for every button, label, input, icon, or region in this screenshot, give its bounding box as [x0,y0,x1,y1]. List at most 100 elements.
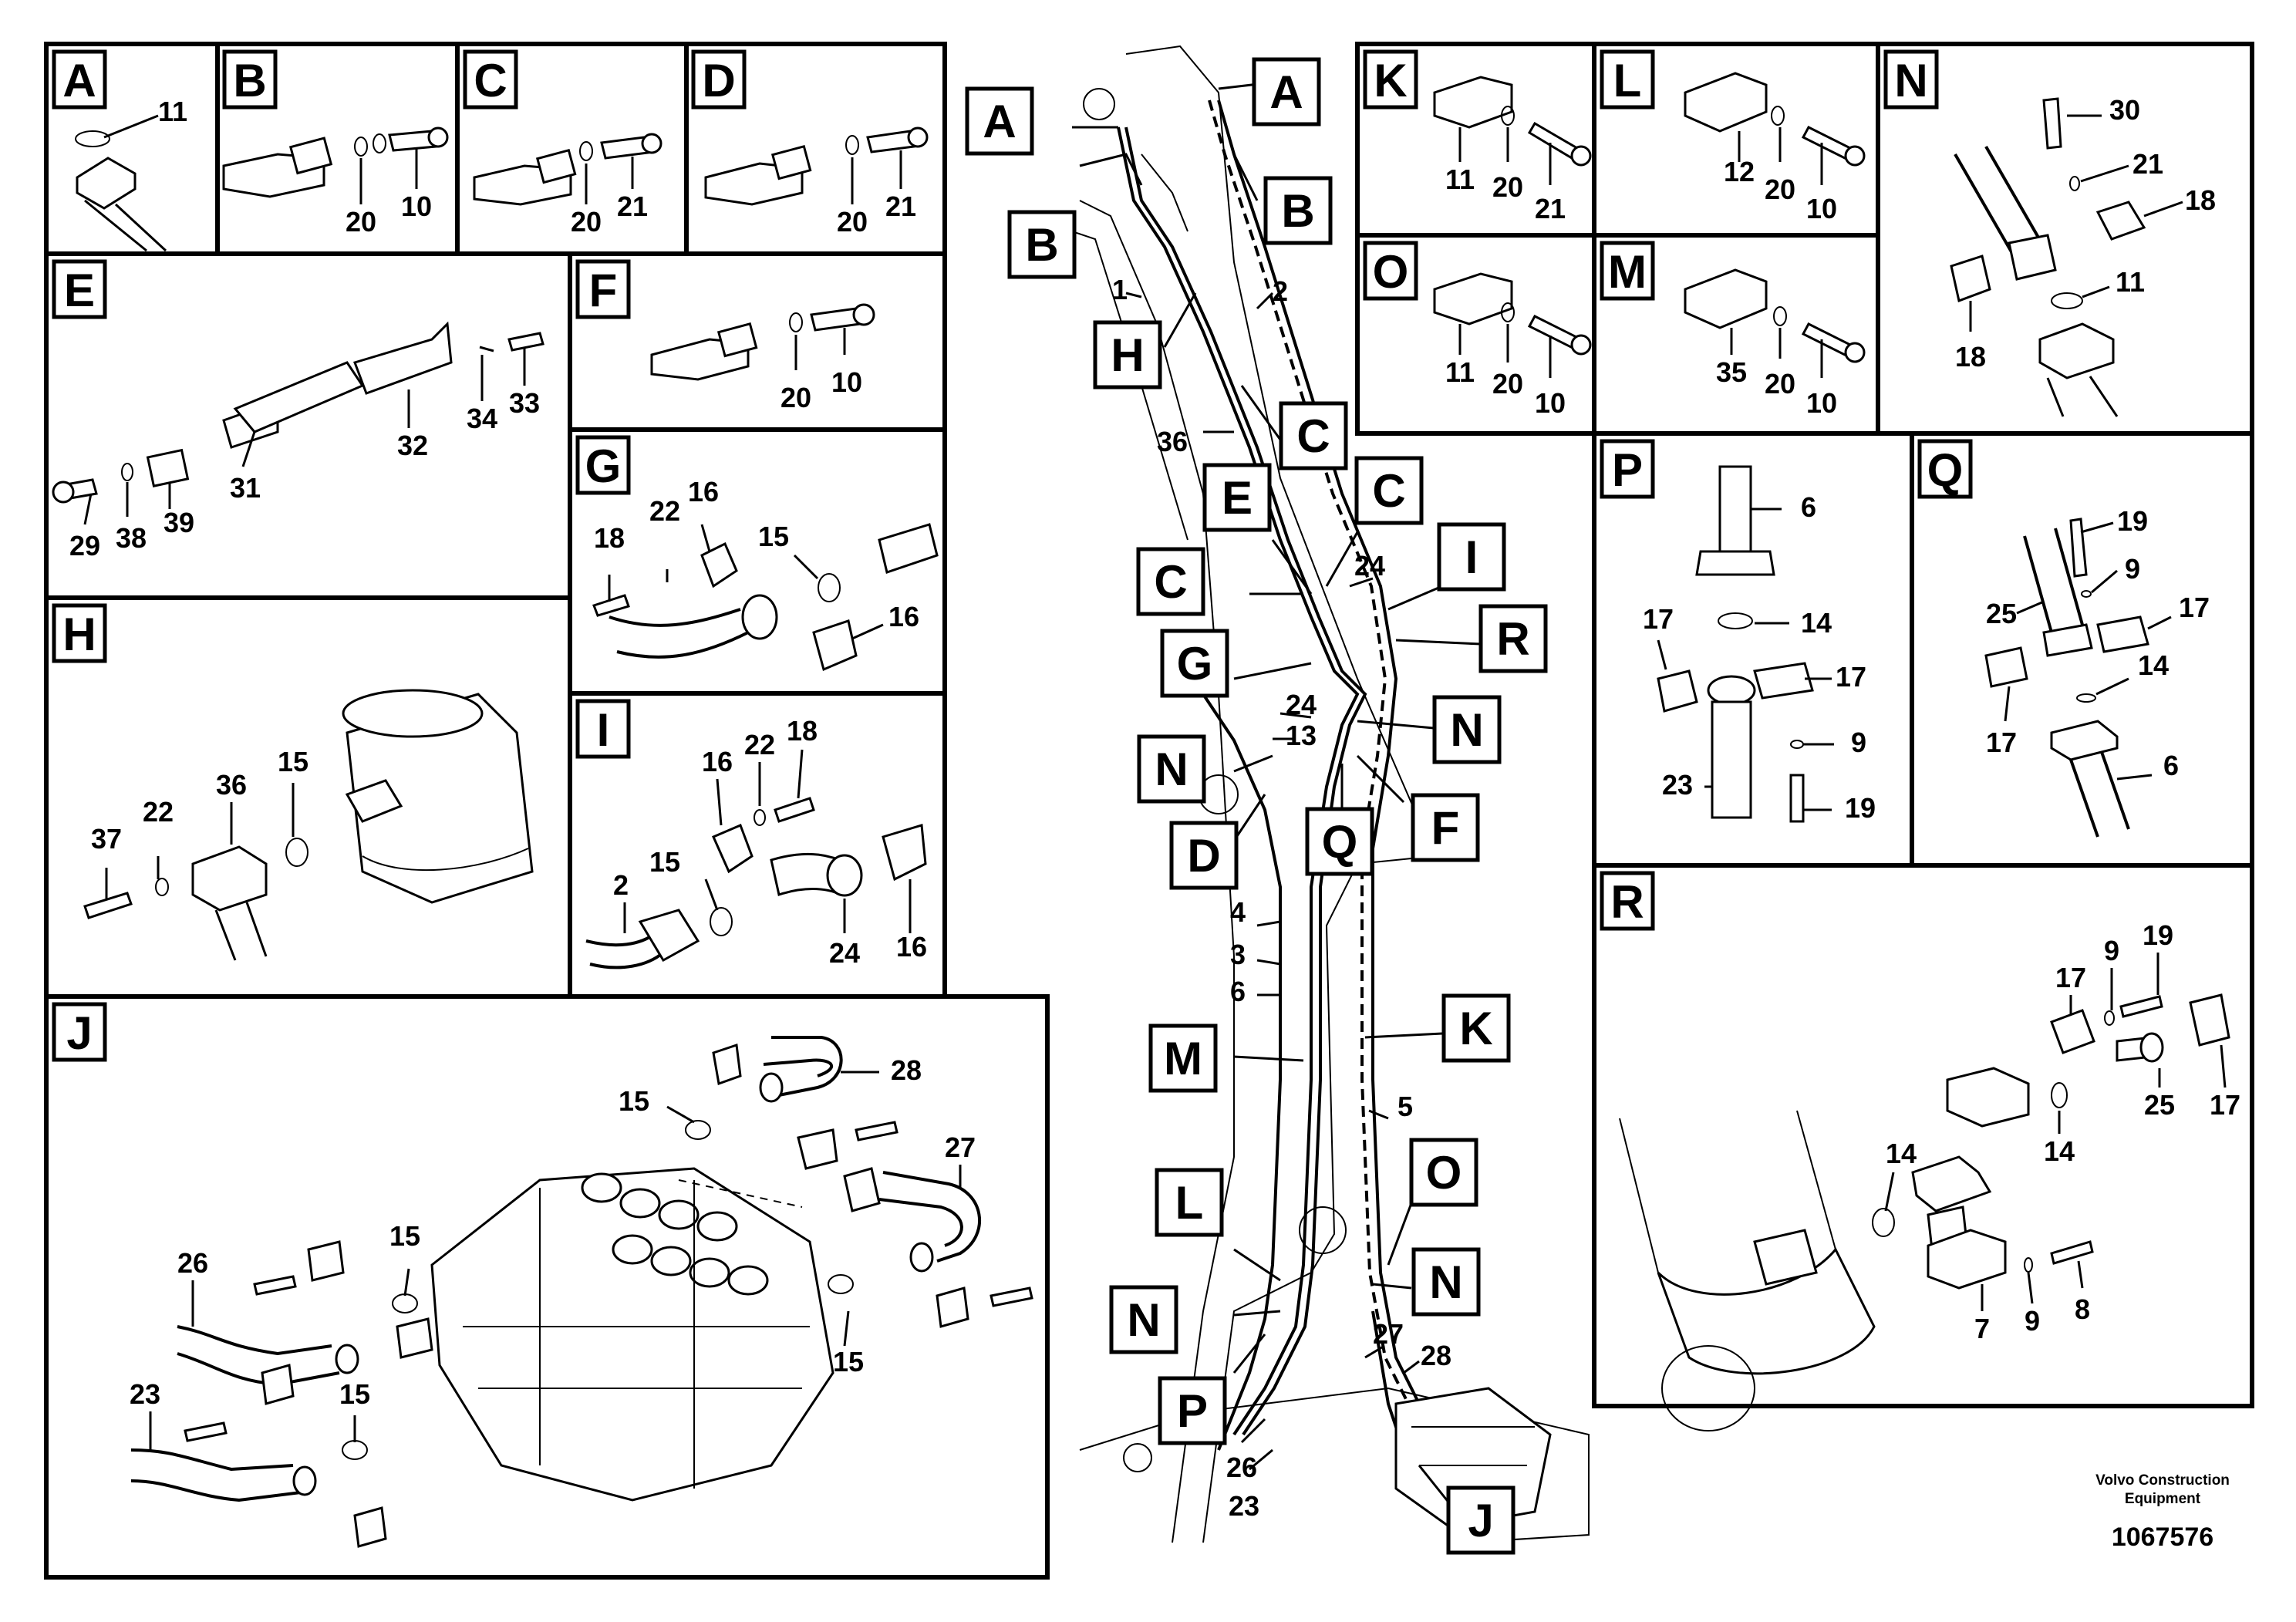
label-n-11: 11 [2116,266,2145,298]
label-d-20: 20 [837,206,868,238]
callout-l: L [1175,1177,1204,1229]
label-r-19: 19 [2143,919,2173,951]
panel-a: A 11 [52,49,187,252]
panel-c-tag: C [474,55,507,106]
label-o-10: 10 [1535,387,1566,419]
callout-c-left: C [1154,556,1187,608]
label-q-6: 6 [2163,750,2179,781]
label-p-19: 19 [1845,792,1876,824]
label-g-18: 18 [594,522,625,554]
panel-r-tag: R [1610,876,1644,928]
label-o-11: 11 [1445,356,1475,388]
label-r-14-left: 14 [1886,1138,1917,1169]
label-j-15-top: 15 [619,1085,649,1117]
panel-n-tag: N [1894,55,1927,106]
panel-o: O 11 20 10 [1363,241,1592,419]
label-q-9: 9 [2125,553,2140,585]
label-r-9-top: 9 [2104,935,2119,966]
label-r-17-top: 17 [2055,962,2086,993]
overview-label-27: 27 [1373,1318,1404,1350]
label-p-17-right: 17 [1836,661,1866,693]
panel-i: I 16 22 18 15 2 24 16 [575,699,927,969]
callout-b-right: B [1281,185,1314,237]
overview-label-6: 6 [1230,976,1246,1007]
panel-q: Q 19 9 25 17 14 17 6 [1917,439,2210,838]
label-j-26: 26 [177,1247,208,1279]
callout-j: J [1468,1495,1493,1546]
label-i-15: 15 [649,846,680,878]
panel-d: D 20 21 [691,49,929,238]
label-q-17-left: 17 [1986,727,2017,758]
callout-r: R [1496,613,1529,665]
panel-m: M 35 20 10 [1600,241,1866,419]
callout-h: H [1111,329,1144,381]
label-g-16-top: 16 [688,476,719,508]
label-p-23: 23 [1662,769,1693,801]
panel-k: K 11 20 21 [1363,49,1592,224]
label-j-15-mid: 15 [389,1220,420,1252]
label-c-20: 20 [571,206,602,238]
valve-spools [581,1172,769,1296]
overview-boom: A A B B H C E C C I G R N N F D Q M K [965,45,1590,1555]
callout-n-right: N [1429,1256,1462,1308]
overview-label-36: 36 [1157,426,1188,457]
panel-i-tag: I [597,704,610,756]
panel-n: N 30 21 18 11 18 [1883,49,2216,417]
panel-h-tag: H [62,609,96,660]
label-r-9-bottom: 9 [2025,1305,2040,1337]
label-f-10: 10 [831,366,862,398]
label-m-20: 20 [1765,368,1795,400]
overview-label-5: 5 [1397,1091,1413,1122]
panel-f-tag: F [589,265,618,316]
panel-e: E 29 38 39 31 32 34 33 [52,259,544,561]
label-e-33: 33 [509,387,540,419]
panel-g: G 18 22 16 15 16 [575,435,939,672]
label-j-15-bottom: 15 [339,1378,370,1410]
label-j-27: 27 [945,1131,976,1163]
label-o-20: 20 [1492,368,1523,400]
label-j-28: 28 [891,1054,922,1086]
label-n-30: 30 [2109,94,2140,126]
panel-d-tag: D [702,55,735,106]
label-n-18-left: 18 [1955,341,1986,373]
label-d-21: 21 [885,191,916,222]
label-p-14: 14 [1801,607,1832,639]
label-b-10: 10 [401,191,432,222]
panel-p-tag: P [1612,444,1643,496]
callout-c-upper: C [1296,410,1330,462]
label-l-20: 20 [1765,174,1795,205]
callout-d: D [1187,830,1220,882]
callout-n-upper: N [1450,704,1483,756]
overview-label-28: 28 [1421,1340,1451,1371]
overview-label-3: 3 [1230,939,1246,970]
panel-r: R 17 9 19 25 17 14 14 7 [1600,871,2240,1431]
panel-f: F 20 10 [575,259,875,413]
label-e-39: 39 [164,507,194,538]
label-g-16-bottom: 16 [888,601,919,632]
label-r-14-right: 14 [2044,1135,2075,1167]
label-k-11: 11 [1445,164,1475,195]
label-r-8: 8 [2075,1293,2090,1325]
label-j-23: 23 [130,1378,160,1410]
panel-e-tag: E [64,265,95,316]
callout-c-right: C [1372,465,1405,517]
overview-label-13: 13 [1286,720,1317,751]
label-q-17-right: 17 [2179,592,2210,623]
panel-q-tag: Q [1927,444,1964,496]
panel-l-tag: L [1613,55,1642,106]
label-h-36: 36 [216,769,247,801]
panel-p: P 6 17 14 17 9 23 19 [1600,439,1876,824]
panel-a-tag: A [62,55,96,106]
label-r-25: 25 [2144,1089,2175,1121]
label-h-22: 22 [143,796,174,828]
label-i-18: 18 [787,715,818,747]
label-a-11: 11 [158,96,187,127]
panel-g-tag: G [585,440,622,492]
label-i-2: 2 [613,869,629,901]
label-e-32: 32 [397,430,428,461]
overview-label-2: 2 [1273,275,1288,307]
label-i-22: 22 [744,729,775,760]
label-g-22: 22 [649,495,680,527]
label-q-25: 25 [1986,598,2017,629]
label-h-37: 37 [91,823,122,855]
